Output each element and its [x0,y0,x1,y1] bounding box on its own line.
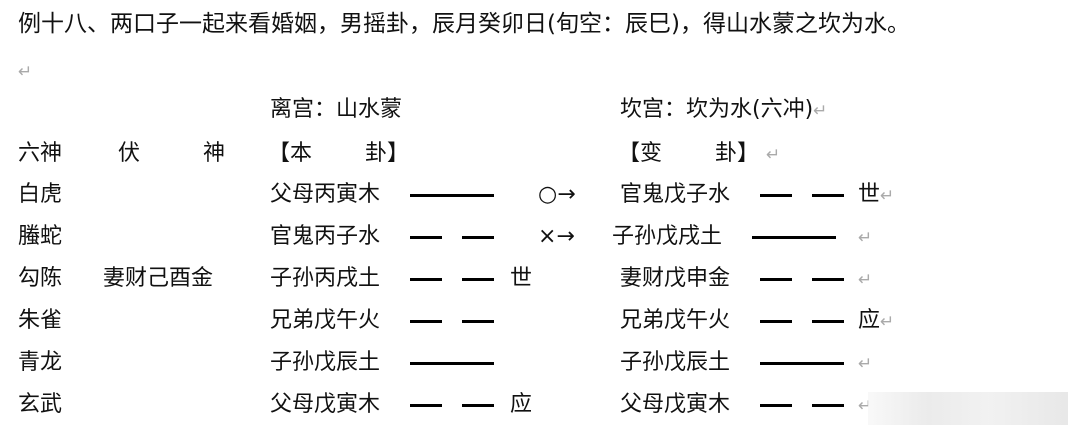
bian-gua-yao-yin [760,391,850,419]
ben-gua-shi-ying-mark: 应 [510,392,533,417]
ben-gua-palace: 离宫：山水蒙 [270,97,403,122]
ben-gua-line-text: 父母丙寅木 [270,182,381,207]
six-god: 白虎 [18,182,63,207]
bian-gua-palace: 坎宫：坎为水(六冲)↵ [620,96,827,125]
col-liushen: 六神 [18,141,63,166]
bian-gua-yao-yin [760,265,850,293]
watermark [868,392,1068,425]
bian-gua-mark: ↵ [858,223,872,252]
ben-gua-yao-yin [410,265,500,293]
moving-line-marker: ○→ [538,182,576,207]
paragraph-mark: ↵ [858,228,873,248]
col-bian-2-text: 卦】 [715,141,760,166]
ben-gua-line-text: 兄弟戊午火 [270,308,381,333]
bian-gua-line-text: 兄弟戊午火 [620,308,731,333]
ben-gua-line-text: 父母戊寅木 [270,392,381,417]
ben-gua-yao-yin [410,223,500,251]
ben-gua-line-text: 子孙戊辰土 [270,350,381,375]
six-god: 朱雀 [18,308,63,333]
paragraph-mark: ↵ [813,101,828,121]
bian-gua-yao-yang [752,223,842,251]
six-god: 青龙 [18,350,63,375]
col-ben-1: 【本 [268,141,313,166]
six-god: 螣蛇 [18,224,63,249]
bian-gua-palace-text: 坎宫：坎为水(六冲) [620,97,814,122]
bian-gua-line-text: 子孙戊辰土 [620,350,731,375]
fu-shen: 妻财己酉金 [103,266,214,291]
ben-gua-yao-yin [410,307,500,335]
bian-gua-line-text: 子孙戊戌土 [612,224,723,249]
col-ben-2: 卦】 [365,141,410,166]
bian-gua-mark: 世↵ [858,181,894,210]
ben-gua-line-text: 子孙丙戌土 [270,266,381,291]
ben-gua-line-text: 官鬼丙子水 [270,224,381,249]
moving-line-marker: ×→ [538,224,575,249]
bian-gua-line-text: 妻财戊申金 [620,266,731,291]
six-god: 玄武 [18,392,63,417]
paragraph-mark: ↵ [858,270,873,290]
ben-gua-yao-yang [410,181,500,209]
paragraph-mark: ↵ [858,354,873,374]
paragraph-mark: ↵ [880,312,895,332]
ben-gua-yao-yang [410,349,500,377]
bian-gua-shi-ying-mark: 世 [858,182,881,207]
col-fushen-2: 神 [203,141,226,166]
bian-gua-line-text: 官鬼戊子水 [620,182,731,207]
paragraph-mark: ↵ [18,62,33,82]
bian-gua-yao-yang [760,349,850,377]
six-god: 勾陈 [18,266,63,291]
col-bian-2: 卦】 ↵ [715,140,780,169]
bian-gua-yao-yin [760,307,850,335]
bian-gua-line-text: 父母戊寅木 [620,392,731,417]
col-bian-1: 【变 [618,141,663,166]
bian-gua-yao-yin [760,181,850,209]
example-title: 例十八、两口子一起来看婚姻，男摇卦，辰月癸卯日(旬空：辰巳)，得山水蒙之坎为水。 [18,11,910,37]
col-fushen-1: 伏 [118,141,141,166]
ben-gua-yao-yin [410,391,500,419]
paragraph-mark: ↵ [880,186,895,206]
bian-gua-mark: 应↵ [858,307,894,336]
bian-gua-mark: ↵ [858,265,872,294]
paragraph-mark: ↵ [766,145,781,165]
ben-gua-shi-ying-mark: 世 [510,266,533,291]
bian-gua-shi-ying-mark: 应 [858,308,881,333]
bian-gua-mark: ↵ [858,349,872,378]
